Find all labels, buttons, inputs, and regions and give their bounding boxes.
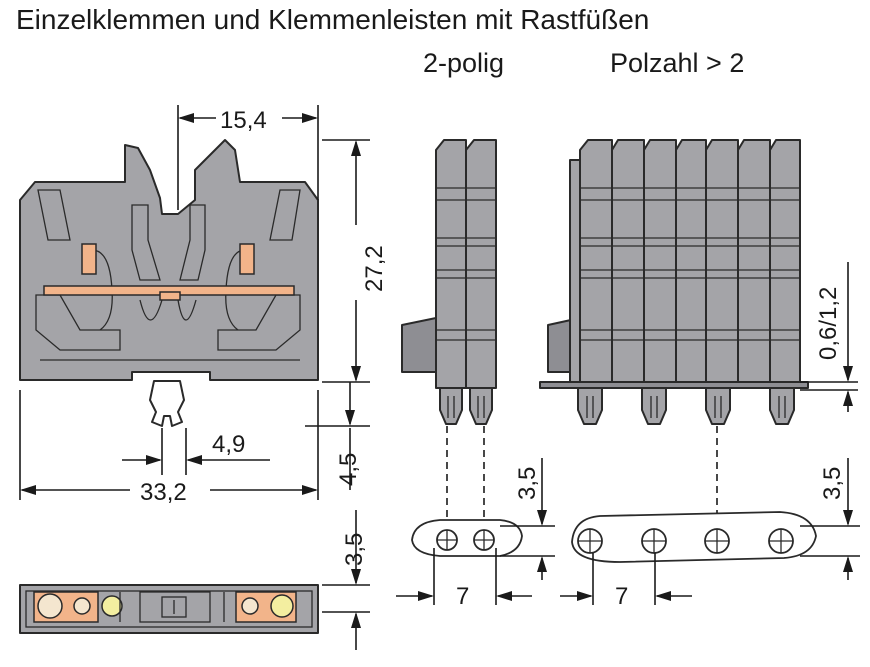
clamp-spring-right [239,243,255,275]
dim-bottom-height: 3,5 [341,533,368,566]
hole-pattern-multi-pole: 7 3,5 [560,426,860,610]
dim-foot-offset: 4,9 [212,431,245,458]
panel-dimensions: 0,6/1,2 [800,262,858,412]
side-view-multi-pole [539,139,809,425]
bottom-view [19,584,319,634]
front-dimensions: 15,4 27,2 4,9 33,2 4,5 [19,105,388,506]
dim-pad-multi-pole: 3,5 [819,467,846,500]
dim-pitch-two-pole: 7 [456,583,469,610]
dim-pad-two-pole: 3,5 [514,467,541,500]
dim-pitch-multi-pole: 7 [615,583,628,610]
dim-total-width: 33,2 [140,479,187,506]
dim-panel-thickness: 0,6/1,2 [815,287,842,360]
bottom-dimensions: 3,5 [322,510,370,650]
subtitle-two-pole: 2-polig [423,48,505,78]
drawing-title: Einzelklemmen und Klemmenleisten mit Ras… [16,4,650,35]
front-view [19,139,319,427]
dim-width-top: 15,4 [220,107,267,134]
side-view-two-pole [401,139,497,425]
dim-foot-height: 4,5 [335,453,362,486]
dim-height: 27,2 [361,245,388,292]
pad-multi-pole [571,511,817,563]
subtitle-multi-pole: Polzahl > 2 [610,48,745,78]
hole-pattern-two-pole: 7 3,5 [396,426,555,610]
snap-foot [149,380,185,427]
clamp-spring-left [81,243,97,275]
